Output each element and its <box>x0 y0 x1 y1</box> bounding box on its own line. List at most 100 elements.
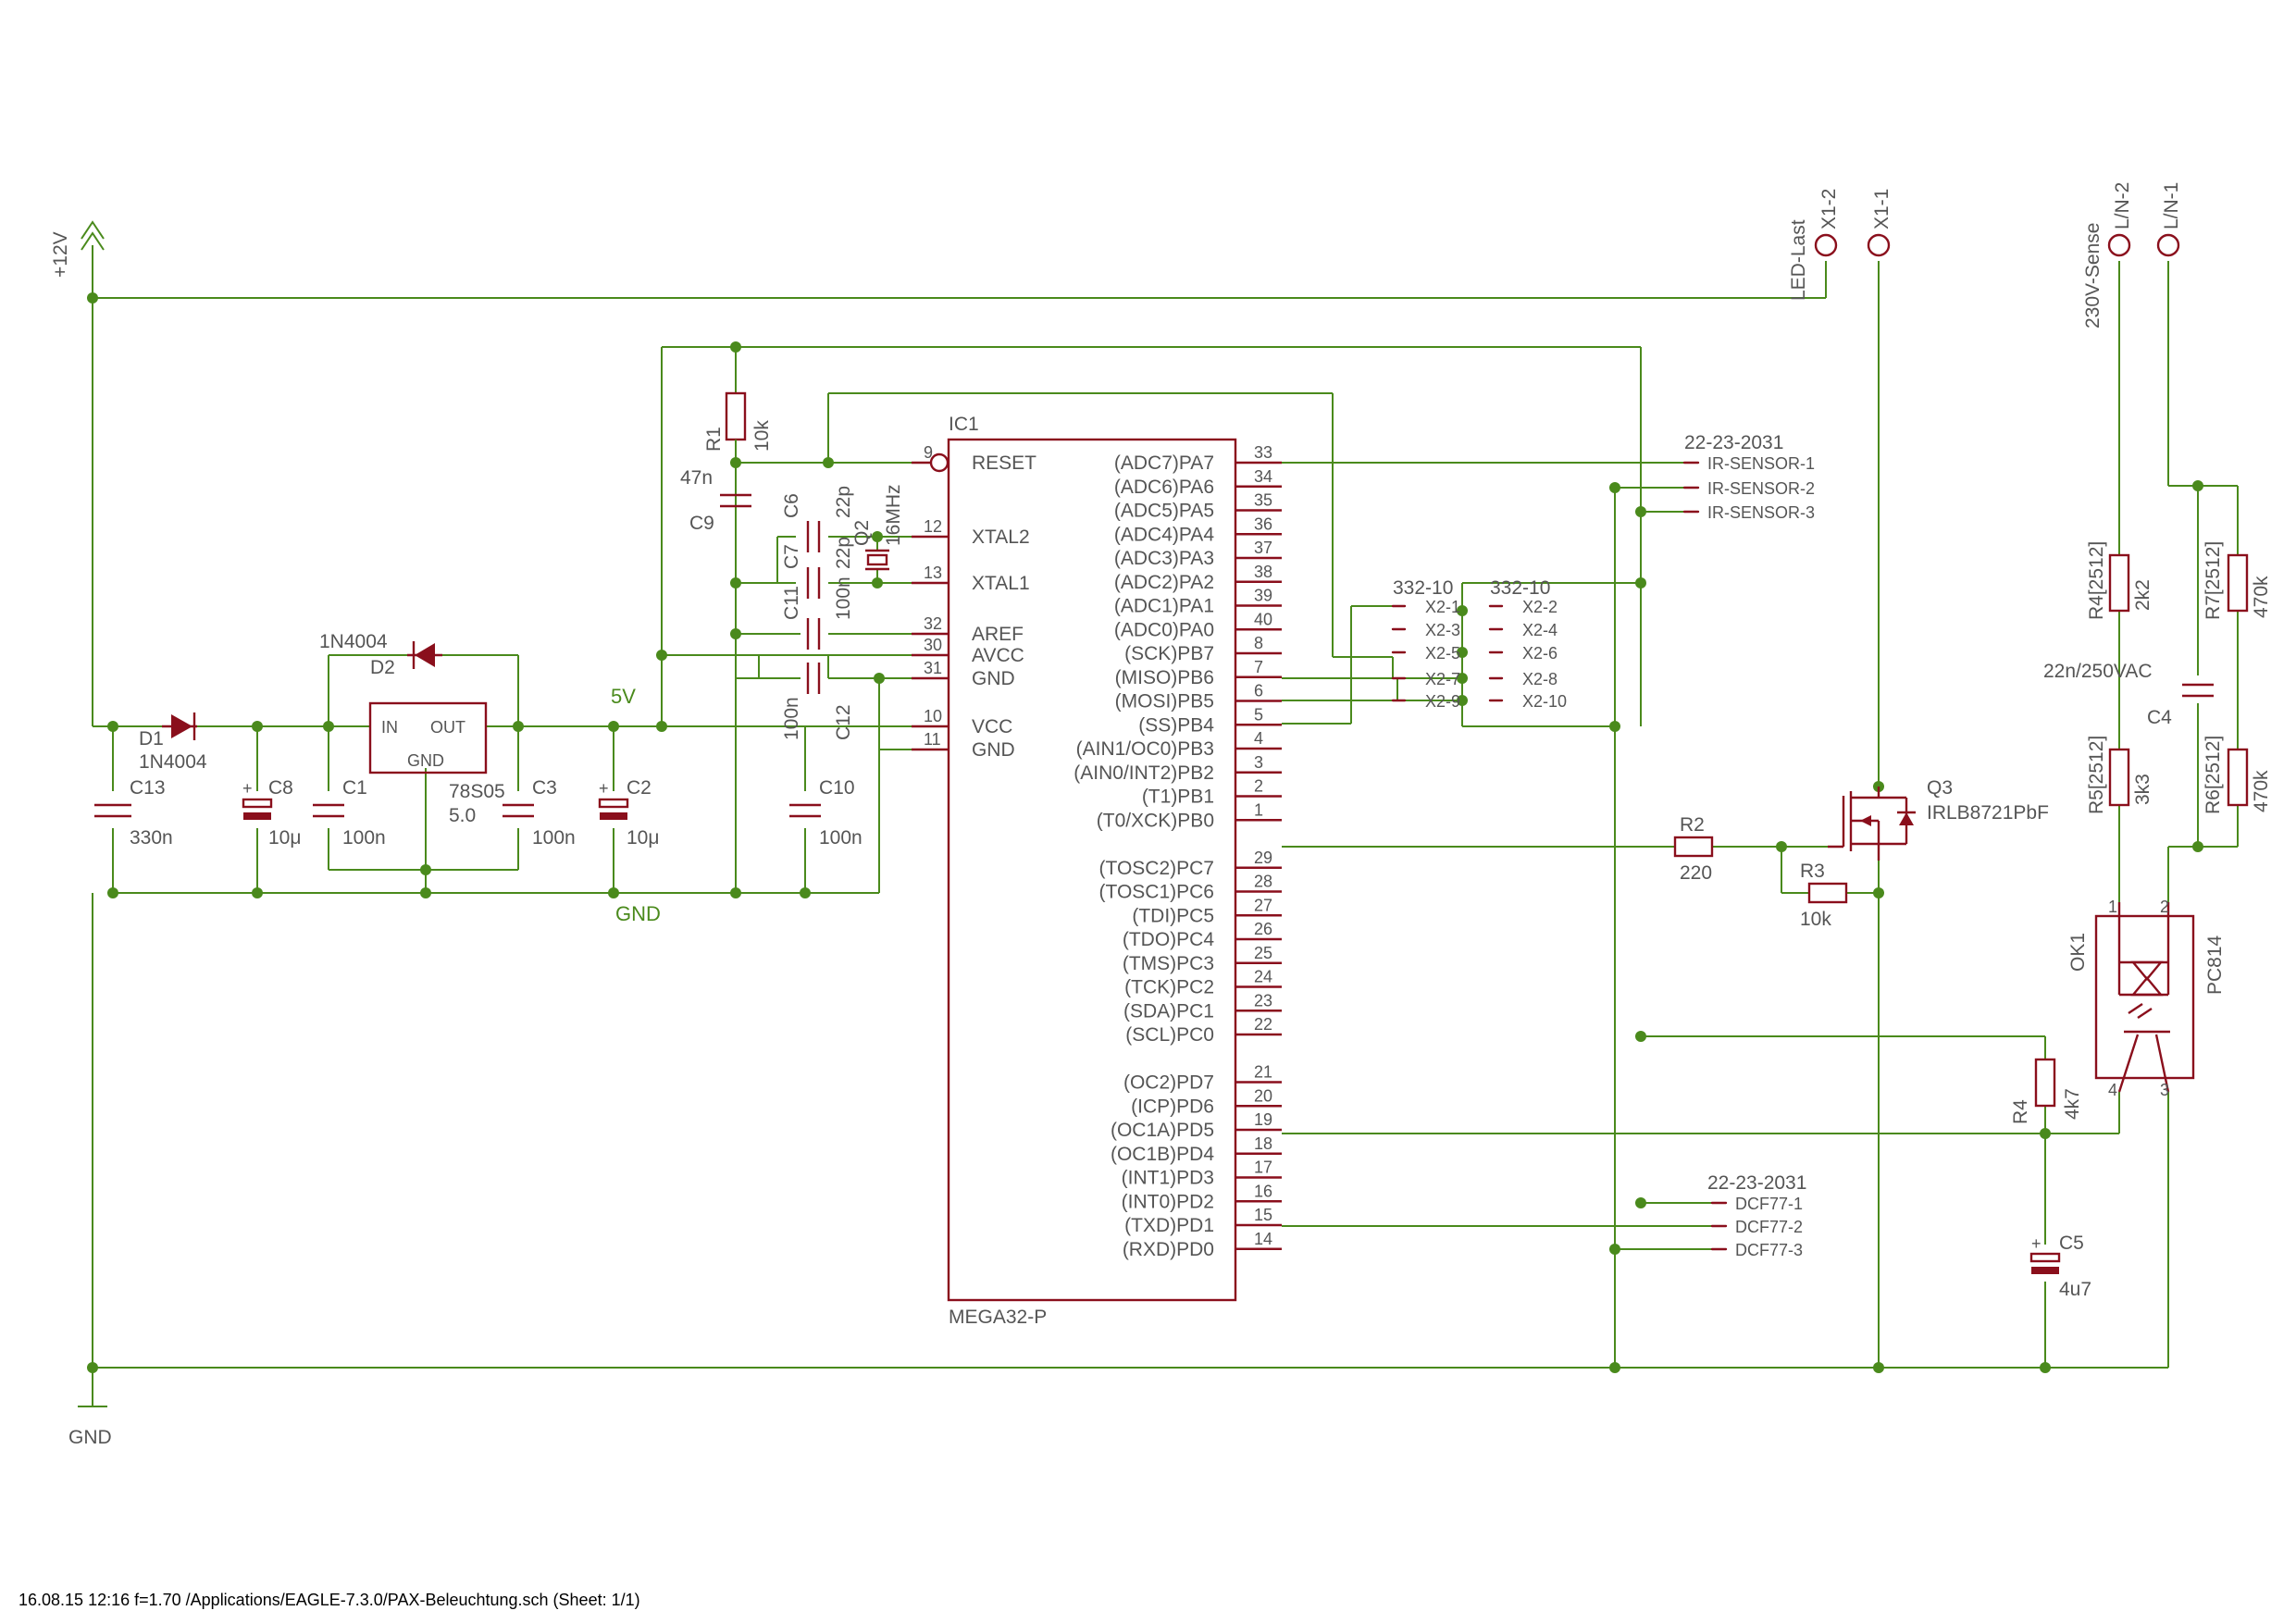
ic1-pin-name: (OC2)PD7 <box>1123 1072 1214 1094</box>
ic1-pin-26: 26(TDO)PC4 <box>1123 920 1282 950</box>
connector-x1-1: X1-1 <box>1867 189 1893 257</box>
ic1-pin-name: (OC1A)PD5 <box>1111 1120 1214 1141</box>
ic1-pin-number: 22 <box>1254 1015 1272 1034</box>
svg-text:4: 4 <box>2108 1081 2117 1099</box>
ic1-pin-name: GND <box>972 739 1015 761</box>
ic1-pin-number: 14 <box>1254 1230 1272 1248</box>
svg-text:OUT: OUT <box>430 718 465 737</box>
ic1-pin-name: (OC1B)PD4 <box>1111 1144 1214 1165</box>
svg-text:R2: R2 <box>1680 814 1705 836</box>
svg-text:C5: C5 <box>2059 1233 2084 1254</box>
svg-text:Q2: Q2 <box>851 520 873 546</box>
ir-sensor-pin-2: IR-SENSOR-2 <box>1682 479 1815 498</box>
resistor-r6-2512: R6[2512] 470k <box>2203 736 2272 814</box>
svg-text:X2-7: X2-7 <box>1425 670 1460 688</box>
capacitor-c4: 22n/250VAC C4 <box>2043 661 2214 728</box>
resistor-r2: R2 220 <box>1673 814 1714 884</box>
svg-text:IN: IN <box>381 718 398 737</box>
ic1-pin-number: 17 <box>1254 1158 1272 1177</box>
svg-text:4k7: 4k7 <box>2062 1088 2083 1120</box>
svg-text:L/N-1: L/N-1 <box>2161 182 2182 229</box>
ic1-pin-name: (ADC5)PA5 <box>1114 501 1214 522</box>
svg-text:R4: R4 <box>2010 1099 2031 1124</box>
svg-text:R4[2512]: R4[2512] <box>2086 541 2107 620</box>
svg-text:78S05: 78S05 <box>449 781 505 802</box>
ic1-pin-name: (ADC6)PA6 <box>1114 477 1214 498</box>
svg-text:X2-1: X2-1 <box>1425 598 1460 616</box>
svg-text:X2-4: X2-4 <box>1522 621 1558 639</box>
ic1-pin-name: (TMS)PC3 <box>1123 953 1214 974</box>
ic1-pin-15: 15(TXD)PD1 <box>1124 1206 1282 1236</box>
ic1-pin-25: 25(TMS)PC3 <box>1123 944 1282 974</box>
svg-text:1N4004: 1N4004 <box>319 631 388 652</box>
ic1-pin-name: (T0/XCK)PB0 <box>1097 810 1214 831</box>
ic1-pin-16: 16(INT0)PD2 <box>1122 1182 1282 1212</box>
resistor-r3: R3 10k <box>1800 861 1848 930</box>
svg-text:C13: C13 <box>130 777 166 799</box>
ic1-pin-20: 20(ICP)PD6 <box>1131 1086 1282 1117</box>
svg-text:C12: C12 <box>833 704 854 740</box>
net-label-gnd: GND <box>615 902 661 925</box>
capacitor-c1: C1 100n <box>313 777 386 849</box>
ic1-pin-22: 22(SCL)PC0 <box>1125 1015 1282 1046</box>
ic1-pin-name: (ADC0)PA0 <box>1114 619 1214 640</box>
ic1-pin-14: 14(RXD)PD0 <box>1123 1230 1282 1260</box>
ic1-value: MEGA32-P <box>949 1307 1047 1328</box>
ic1-pin-number: 35 <box>1254 491 1272 510</box>
ic1-pin-number: 38 <box>1254 563 1272 581</box>
svg-text:IRLB8721PbF: IRLB8721PbF <box>1927 802 2049 824</box>
net-label-gnd-bottom: GND <box>68 1427 112 1448</box>
net-label-12v: +12V <box>50 231 71 278</box>
ic1-right-pins: 33(ADC7)PA734(ADC6)PA635(ADC5)PA536(ADC4… <box>1074 443 1282 1260</box>
svg-text:470k: 470k <box>2251 770 2272 812</box>
svg-text:LED-Last: LED-Last <box>1788 219 1809 301</box>
ic1-pin-18: 18 (OC1B)PD4 <box>1111 1134 1282 1165</box>
ic1-pin-number: 8 <box>1254 634 1263 652</box>
ic1-pin-number: 16 <box>1254 1182 1272 1200</box>
capacitor-c13: C13 330n <box>94 777 173 849</box>
ic1-pin-number: 23 <box>1254 991 1272 1010</box>
ic1-pin-name: (ADC3)PA3 <box>1114 548 1214 569</box>
ic1-pin-number: 9 <box>924 443 933 462</box>
ic1-pin-name: AVCC <box>972 645 1024 666</box>
ic1-pin-number: 5 <box>1254 705 1263 724</box>
svg-text:3: 3 <box>2160 1081 2169 1099</box>
ic1-pin-number: 6 <box>1254 682 1263 700</box>
capacitor-c9: 47n C9 <box>680 467 751 537</box>
svg-text:X2-9: X2-9 <box>1425 692 1460 711</box>
svg-text:IR-SENSOR-1: IR-SENSOR-1 <box>1707 454 1815 473</box>
svg-text:C4: C4 <box>2147 707 2172 728</box>
ic1-pin-number: 33 <box>1254 443 1272 462</box>
svg-text:330n: 330n <box>130 827 173 849</box>
ground-symbol: GND <box>68 1406 112 1448</box>
ic1-pin-number: 18 <box>1254 1134 1272 1153</box>
svg-text:3k3: 3k3 <box>2132 774 2153 805</box>
ic1-pin-6: 6(MOSI)PB5 <box>1115 682 1282 712</box>
ic1-pin-number: 39 <box>1254 587 1272 605</box>
svg-text:X1-1: X1-1 <box>1871 189 1893 229</box>
ic1-pin-number: 3 <box>1254 753 1263 772</box>
ic1-pin-name: AREF <box>972 624 1024 645</box>
svg-text:OK1: OK1 <box>2067 933 2089 972</box>
svg-text:X2-5: X2-5 <box>1425 644 1460 663</box>
svg-text:2k2: 2k2 <box>2132 579 2153 611</box>
net-label-5v: 5V <box>611 685 636 708</box>
power-12v-symbol: +12V <box>50 220 105 278</box>
ic1-pin-number: 34 <box>1254 467 1272 486</box>
ic1-pin-name: (AIN0/INT2)PB2 <box>1074 762 1214 784</box>
ic1-pin-number: 20 <box>1254 1086 1272 1105</box>
ic1-pin-24: 24(TCK)PC2 <box>1124 968 1282 998</box>
svg-text:X2-6: X2-6 <box>1522 644 1558 663</box>
ic1-pin-number: 7 <box>1254 658 1263 676</box>
svg-text:22p: 22p <box>833 537 854 569</box>
diode-d1: D1 1N4004 <box>139 712 207 773</box>
capacitor-c8: + C8 10μ <box>242 777 301 849</box>
crystal-q2: Q2 16MHz <box>851 484 904 571</box>
ic1-pin-19: 19(OC1A)PD5 <box>1111 1110 1282 1141</box>
ic1-pin-number: 2 <box>1254 777 1263 796</box>
